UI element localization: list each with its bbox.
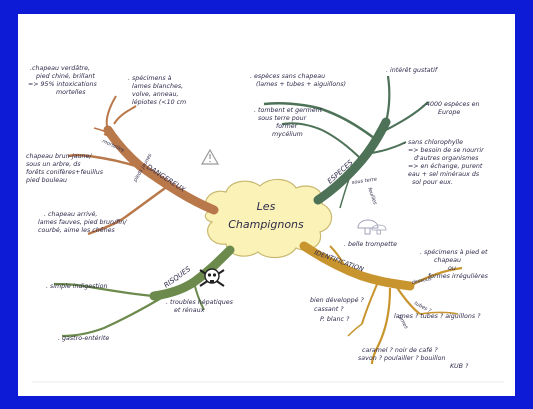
note-dangereux-3: chapeau brun-jaune/ sous un arbre, ds fo…	[25, 153, 105, 184]
mind-map: Les Champignons DANGEREUX mortelles pied…	[25, 64, 504, 383]
twig-label-feuilles: feuilles	[366, 187, 378, 206]
center-title-line2: Champignons	[228, 218, 304, 231]
note-dangereux-1: .chapeau verdâtre, pied chiné, brillant …	[28, 64, 99, 96]
note-ident-4: lames ? tubes ? aiguillons ?	[394, 312, 481, 320]
center-title-line1: Les	[257, 200, 276, 213]
note-especes-1: . espèces sans chapeau (lames + tubes + …	[250, 72, 346, 88]
mushroom-icon	[357, 219, 387, 235]
note-especes-3: . tombent et germent sous terre pour for…	[254, 106, 324, 138]
note-dangereux-4: . chapeau arrivé, lames fauves, pied bru…	[38, 210, 128, 234]
note-ident-3: bien développé ? cassant ? P. blanc ?	[310, 296, 366, 323]
note-ident-5: caramel ? noir de café ? savon ? poulail…	[358, 346, 469, 370]
skull-crossbones-icon	[199, 268, 225, 287]
note-ident-2: . spécimens à pied et chapeau ou formes …	[420, 248, 490, 280]
twig-label-dessous: dessous	[411, 276, 432, 286]
twig-label-sous-terre: sous terre	[351, 177, 377, 186]
note-ident-1: . belle trompette	[344, 240, 397, 248]
note-risques-1: . simple indigestion	[46, 282, 108, 290]
note-dangereux-2: . spécimens à lames blanches, volve, ann…	[128, 74, 186, 106]
note-especes-4: . 4000 espèces en Europe	[422, 100, 482, 116]
note-especes-2: . intérêt gustatif	[386, 66, 439, 74]
warning-icon	[200, 148, 220, 165]
center-cloud	[204, 178, 333, 259]
branch-risques: RISQUES	[53, 245, 235, 338]
notes: .chapeau verdâtre, pied chiné, brillant …	[25, 64, 490, 370]
mind-map-sheet: Les Champignons DANGEREUX mortelles pied…	[18, 14, 515, 396]
note-especes-5: . sans chlorophylle => besoin de se nour…	[404, 139, 486, 186]
note-risques-3: . gastro-entérite	[58, 334, 109, 342]
note-risques-2: . troubles hépatiques et rénaux	[166, 298, 235, 314]
